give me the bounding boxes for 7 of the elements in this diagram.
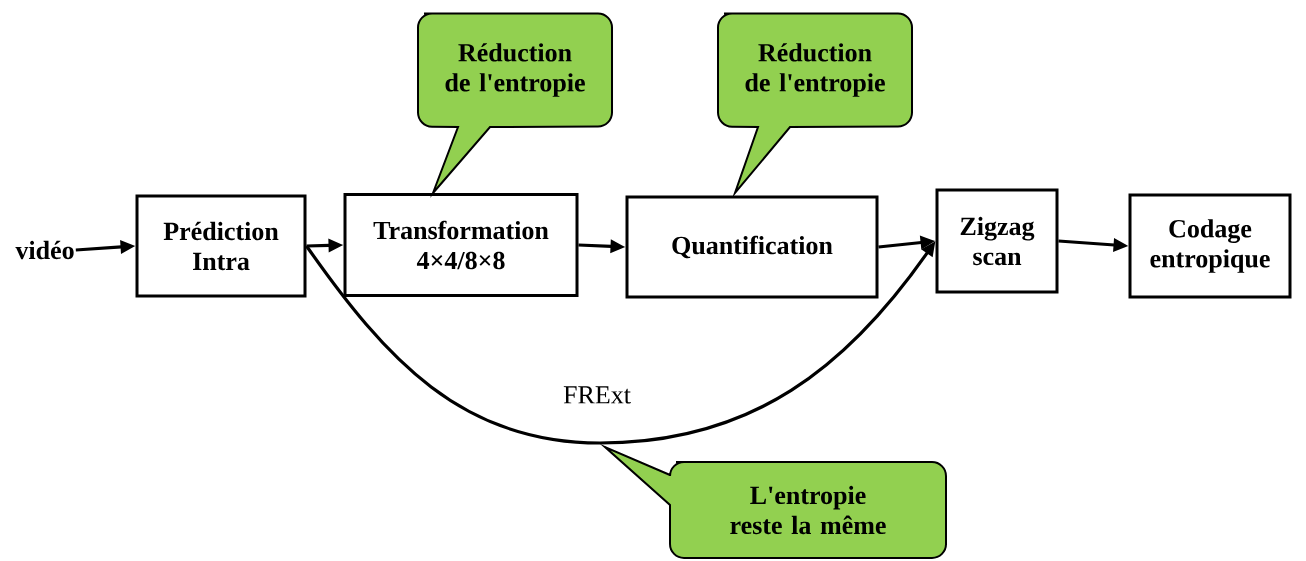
process-box: Prédiction Intra (135, 194, 307, 298)
process-box: Transformation 4×4/8×8 (343, 193, 579, 297)
process-box: Codage entropique (1128, 193, 1292, 299)
input-label: vidéo (15, 240, 74, 260)
process-box: Zigzag scan (935, 188, 1059, 294)
process-box: Quantification (625, 195, 879, 299)
edge-label: FRExt (563, 386, 631, 404)
